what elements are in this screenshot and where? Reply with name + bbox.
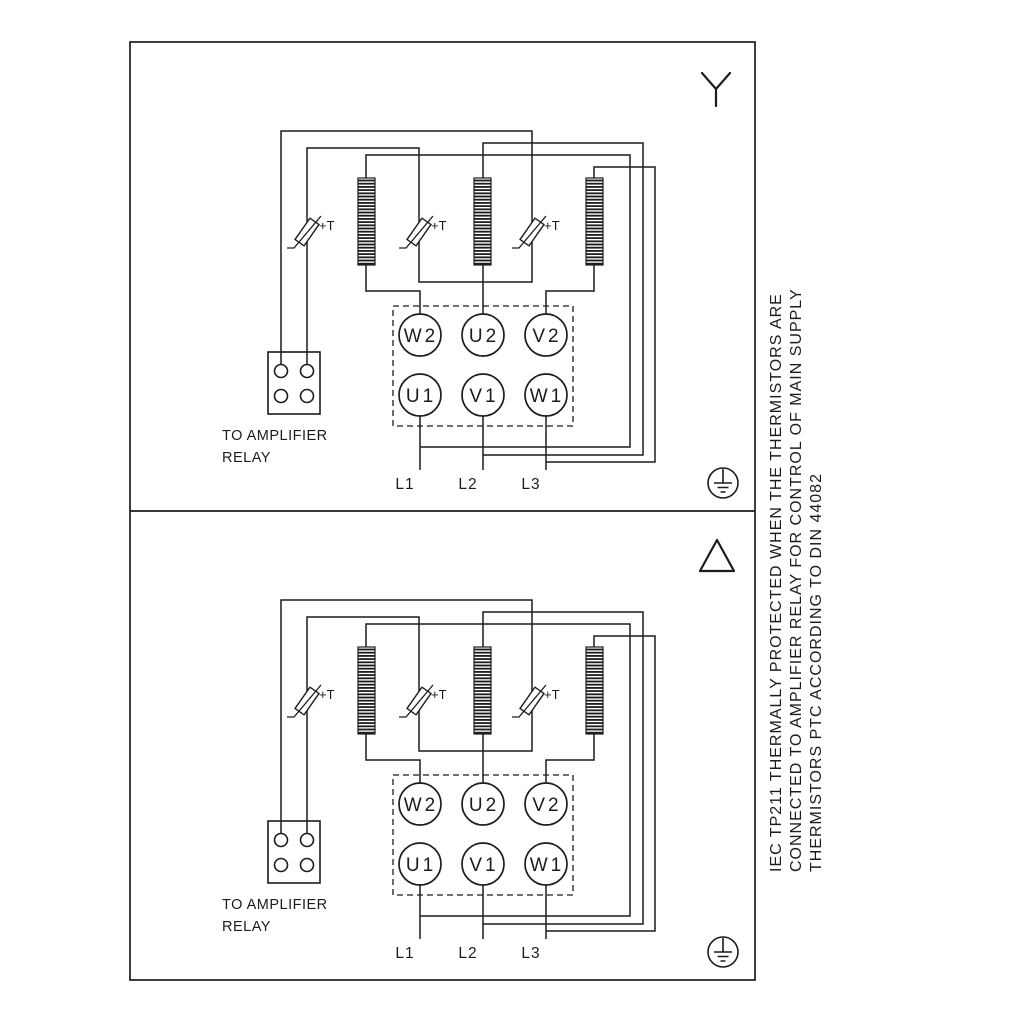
terminal-label-v2: V2 [532,326,561,347]
terminal-board-outline [392,305,574,427]
diagram-frame [129,41,756,981]
terminal-w2 [398,313,442,357]
terminal-v2 [524,782,568,826]
terminal-v1 [461,373,505,417]
relay-terminal [299,857,315,873]
relay-box [267,351,321,415]
terminal-label-w1: W1 [530,386,565,407]
mains-label-l1: L1 [395,476,414,493]
thermistor-icon [287,215,322,249]
earth-ground-icon [707,467,739,499]
thermistor-icon [512,684,547,718]
terminal-u1 [398,842,442,886]
terminal-label-u1: U1 [406,855,436,876]
winding-coil [585,177,604,266]
delta-panel: +T +T +T TO AMPLIFIER RELAY W2 U2 V2 U1 … [222,538,739,968]
mains-label-l2: L2 [458,945,477,962]
relay-terminal [299,363,315,379]
relay-terminal [299,388,315,404]
terminal-board-outline [392,774,574,896]
terminal-label-w2: W2 [404,326,439,347]
side-note: IEC TP211 THERMALLY PROTECTED WHEN THE T… [768,288,825,872]
thermistor-icon [399,215,434,249]
terminal-u1 [398,373,442,417]
thermistor-label: +T [431,218,447,233]
terminal-label-w2: W2 [404,795,439,816]
relay-terminal [273,388,289,404]
relay-terminal [299,832,315,848]
relay-caption-line1: TO AMPLIFIER [222,897,328,913]
thermistor-label: +T [544,218,560,233]
thermistor-icon [287,684,322,718]
terminal-u2 [461,313,505,357]
wire [280,130,656,470]
terminal-label-w1: W1 [530,855,565,876]
winding-coil [585,646,604,735]
winding-coil [473,646,492,735]
terminal-label-u2: U2 [469,795,499,816]
terminal-w2 [398,782,442,826]
thermistor-label: +T [319,218,335,233]
star-panel: +T +T +T TO AMPLIFIER RELAY W2 U2 V2 U1 … [222,71,739,499]
thermistor-label: +T [544,687,560,702]
terminal-w1 [524,373,568,417]
terminal-label-v1: V1 [469,386,498,407]
motor-windings [357,646,604,735]
relay-caption-line2: RELAY [222,919,271,935]
relay-box [267,820,321,884]
thermistor-icon [399,684,434,718]
relay-terminal [273,832,289,848]
terminal-u2 [461,782,505,826]
terminal-label-v2: V2 [532,795,561,816]
relay-terminal [273,857,289,873]
earth-ground-icon [707,936,739,968]
delta-icon [698,538,736,573]
thermistor-label: +T [319,687,335,702]
terminal-v1 [461,842,505,886]
winding-coil [357,646,376,735]
side-note-line-2: CONNECTED TO AMPLIFIER RELAY FOR CONTROL… [788,288,805,872]
wire [280,599,656,939]
winding-coil [473,177,492,266]
terminal-label-u2: U2 [469,326,499,347]
relay-terminal [273,363,289,379]
motor-windings [357,177,604,266]
thermistor-icon [512,215,547,249]
side-note-line-3: THERMISTORS PTC ACCORDING TO DIN 44082 [808,473,825,872]
mains-label-l1: L1 [395,945,414,962]
terminal-v2 [524,313,568,357]
side-note-line-1: IEC TP211 THERMALLY PROTECTED WHEN THE T… [768,293,785,872]
terminal-label-u1: U1 [406,386,436,407]
terminal-w1 [524,842,568,886]
relay-caption-line2: RELAY [222,450,271,466]
mains-label-l3: L3 [521,476,540,493]
thermistor-label: +T [431,687,447,702]
mains-label-l2: L2 [458,476,477,493]
winding-coil [357,177,376,266]
terminal-label-v1: V1 [469,855,498,876]
relay-caption-line1: TO AMPLIFIER [222,428,328,444]
star-icon [700,71,732,108]
mains-label-l3: L3 [521,945,540,962]
